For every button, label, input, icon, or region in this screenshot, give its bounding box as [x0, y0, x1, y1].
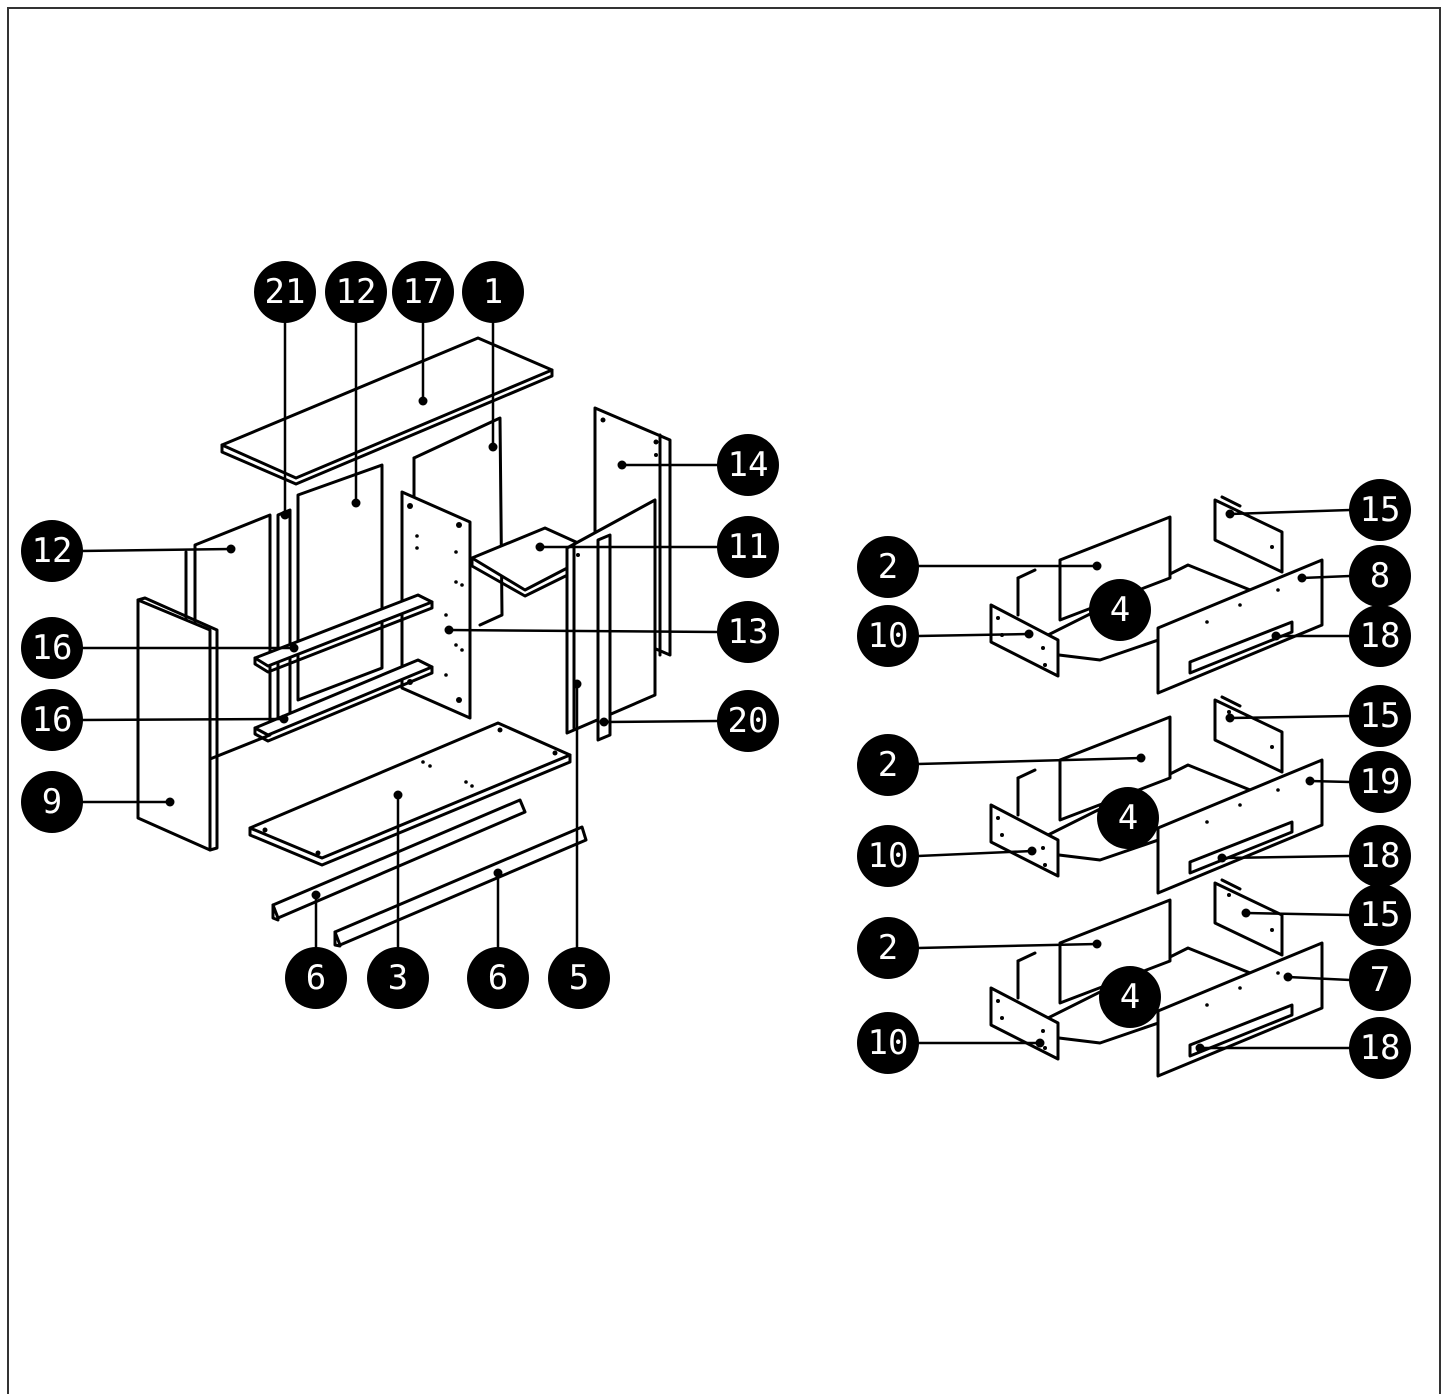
drawer-2-callout-19: 19 — [1349, 751, 1411, 813]
callout-13-label: 13 — [728, 612, 769, 652]
drawer-3-callout-7-label: 7 — [1370, 960, 1390, 1000]
callout-9-label: 9 — [42, 782, 62, 822]
callout-16-lower: 16 — [21, 689, 83, 751]
part-20-side-strip — [596, 533, 612, 742]
callout-14: 14 — [717, 434, 779, 496]
drawer-3-callout-2: 2 — [857, 917, 919, 979]
drawer-3-callout-15: 15 — [1349, 884, 1411, 946]
drawer-3-callout-4-label: 4 — [1120, 977, 1140, 1017]
callout-21: 21 — [254, 261, 316, 323]
callout-5-label: 5 — [569, 958, 589, 998]
drawer-3-callout-10-label: 10 — [868, 1023, 909, 1063]
drawer-2-callout-15-label: 15 — [1360, 696, 1401, 736]
callout-6-right: 6 — [467, 947, 529, 1009]
drawer-3-callout-18-label: 18 — [1360, 1028, 1401, 1068]
drawer-1-callout-10: 10 — [857, 605, 919, 667]
drawer-2-callout-18: 18 — [1349, 825, 1411, 887]
part-1-back-panel — [412, 416, 504, 627]
drawer-1-callout-2: 2 — [857, 536, 919, 598]
drawer-2 — [989, 695, 1324, 895]
drawer-1-callout-4-label: 4 — [1110, 590, 1130, 630]
drawer-3-callout-18: 18 — [1349, 1017, 1411, 1079]
callout-badges: 21 12 17 1 14 12 11 16 13 16 20 9 6 3 6 … — [21, 261, 1411, 1079]
drawer-1 — [989, 495, 1324, 695]
callout-13: 13 — [717, 601, 779, 663]
callout-12-top: 12 — [325, 261, 387, 323]
drawer-1-callout-2-label: 2 — [878, 547, 898, 587]
drawer-1-callout-15: 15 — [1349, 479, 1411, 541]
callout-20-label: 20 — [728, 701, 769, 741]
callout-5: 5 — [548, 947, 610, 1009]
drawer-2-callout-10: 10 — [857, 825, 919, 887]
drawer-1-callout-18-label: 18 — [1360, 616, 1401, 656]
callout-6-right-label: 6 — [488, 958, 508, 998]
drawer-2-callout-2-label: 2 — [878, 745, 898, 785]
callout-11: 11 — [717, 516, 779, 578]
drawer-2-callout-4-label: 4 — [1118, 798, 1138, 838]
callout-16-upper-label: 16 — [32, 628, 73, 668]
callout-16-upper: 16 — [21, 617, 83, 679]
callout-3: 3 — [367, 947, 429, 1009]
callout-14-label: 14 — [728, 445, 769, 485]
callout-17: 17 — [392, 261, 454, 323]
part-9-side-panel — [136, 596, 219, 852]
drawer-1-callout-15-label: 15 — [1360, 490, 1401, 530]
callout-16-lower-label: 16 — [32, 700, 73, 740]
callout-17-label: 17 — [403, 272, 444, 312]
drawer-1-callout-4: 4 — [1089, 579, 1151, 641]
callout-12-top-label: 12 — [336, 272, 377, 312]
sheet-border — [7, 7, 1441, 1394]
drawer-1-callout-10-label: 10 — [868, 616, 909, 656]
drawer-1-callout-18: 18 — [1349, 605, 1411, 667]
part-17-top-panel — [220, 336, 554, 486]
drawer-3-callout-7: 7 — [1349, 949, 1411, 1011]
drawer-3-callout-2-label: 2 — [878, 928, 898, 968]
drawer-2-callout-18-label: 18 — [1360, 836, 1401, 876]
drawer-2-callout-4: 4 — [1097, 787, 1159, 849]
callout-12-left: 12 — [21, 520, 83, 582]
drawer-2-callout-19-label: 19 — [1360, 762, 1401, 802]
drawer-1-callout-8: 8 — [1349, 545, 1411, 607]
drawer-2-callout-10-label: 10 — [868, 836, 909, 876]
part-16-upper-rail — [253, 593, 434, 674]
drawer-3-callout-4: 4 — [1099, 966, 1161, 1028]
cabinet-exploded-view — [136, 336, 672, 948]
part-3-bottom-panel — [248, 721, 572, 867]
drawer-2-callout-2: 2 — [857, 734, 919, 796]
callout-3-label: 3 — [388, 958, 408, 998]
callout-1-label: 1 — [483, 272, 503, 312]
drawer-3-callout-10: 10 — [857, 1012, 919, 1074]
leader-lines — [79, 318, 1351, 1053]
callout-1: 1 — [462, 261, 524, 323]
callout-6-left-label: 6 — [306, 958, 326, 998]
callout-20: 20 — [717, 690, 779, 752]
callout-6-left: 6 — [285, 947, 347, 1009]
callout-9: 9 — [21, 771, 83, 833]
callout-12-left-label: 12 — [32, 531, 73, 571]
part-16-lower-rail — [253, 658, 434, 743]
drawer-3-callout-15-label: 15 — [1360, 895, 1401, 935]
callout-21-label: 21 — [265, 272, 306, 312]
drawer-1-callout-8-label: 8 — [1370, 556, 1390, 596]
drawer-2-callout-15: 15 — [1349, 685, 1411, 747]
callout-11-label: 11 — [728, 527, 769, 567]
